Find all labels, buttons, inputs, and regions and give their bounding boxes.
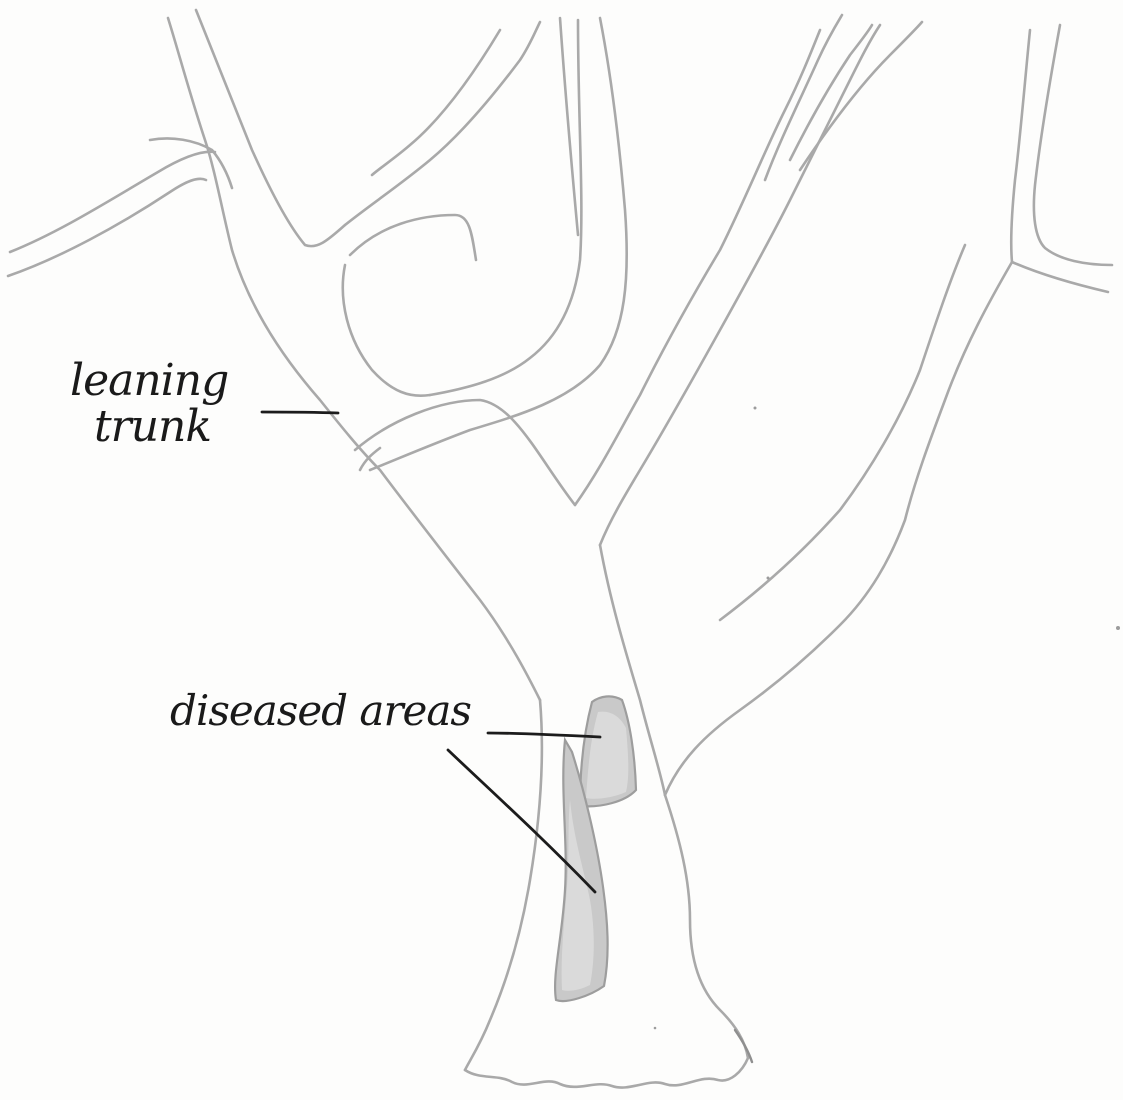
paper-specks xyxy=(654,407,1120,1030)
right-limbs xyxy=(575,15,922,795)
diseased-areas-shading xyxy=(555,696,636,1001)
leaning-trunk-label: leaning trunk xyxy=(70,358,228,450)
leaning-trunk-label-line1: leaning xyxy=(70,358,228,404)
leader-line-diseased-upper xyxy=(488,733,600,737)
crossing-branch xyxy=(343,18,627,505)
diseased-areas-label: diseased areas xyxy=(170,688,471,734)
far-right-limb xyxy=(665,25,1112,795)
leader-lines xyxy=(262,412,600,892)
left-branch xyxy=(8,138,232,276)
leaning-trunk-label-line2: trunk xyxy=(70,404,228,450)
leader-line-leaning-trunk xyxy=(262,412,338,413)
